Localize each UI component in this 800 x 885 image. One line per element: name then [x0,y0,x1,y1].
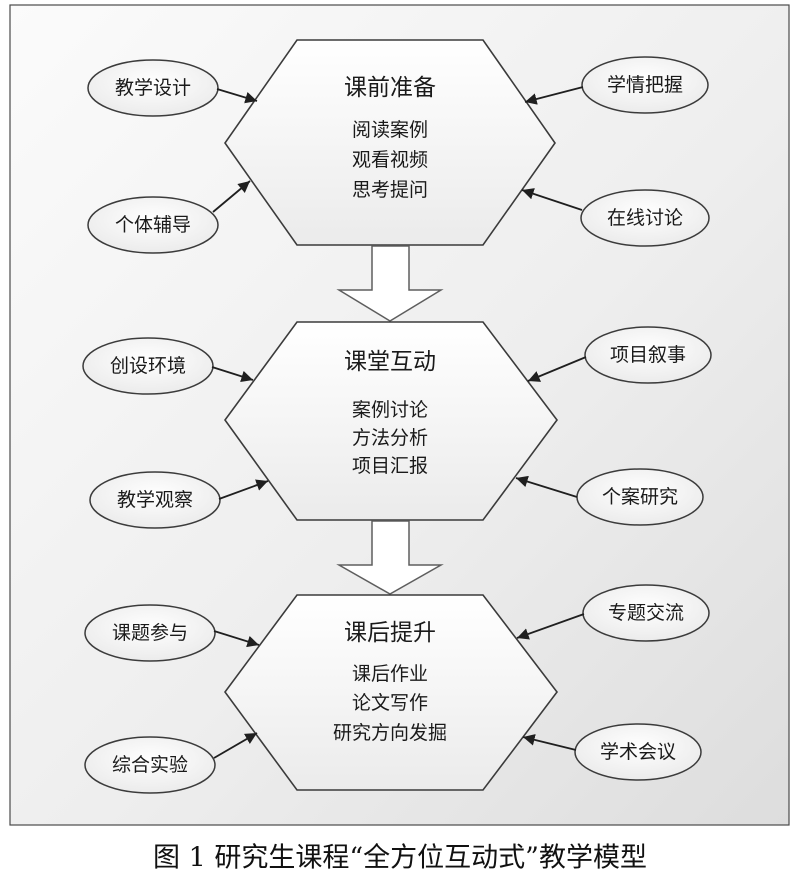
figure-caption: 图 1 研究生课程“全方位互动式”教学模型 [153,843,647,874]
input-ellipse [84,736,216,794]
connector-arrow [216,88,258,104]
stage-3-item-2: 论文写作 [352,692,428,714]
stage-3-right-input-1: 专题交流 [582,584,710,642]
stage-2-left-input-1: 创设环境 [82,337,214,395]
stage-3-right-input-2: 学术会议 [574,723,702,781]
stage-2-title: 课堂互动 [344,349,436,375]
stage-3-item-3: 研究方向发掘 [333,722,447,744]
connector-arrow [218,479,269,500]
input-label: 教学设计 [115,77,191,99]
stage-1-item-2: 观看视频 [352,149,428,171]
flow-down-arrow-1 [336,245,444,322]
stage-1-title: 课前准备 [344,75,436,101]
connector-arrow [522,734,577,751]
stage-1-right-input-1: 学情把握 [581,56,709,114]
input-ellipse [574,723,702,781]
input-label: 综合实验 [112,754,188,776]
input-ellipse [89,471,221,529]
connector-arrow [521,188,583,211]
input-ellipse [582,584,710,642]
input-label: 个案研究 [602,486,678,508]
input-label: 个体辅导 [115,214,191,236]
stage-1-hexagon [224,39,556,246]
stage-1-left-input-2: 个体辅导 [87,196,219,254]
input-ellipse [87,59,219,117]
stage-2-right-input-2: 个案研究 [576,468,704,526]
connector-arrow [213,732,258,759]
stage-3-hexagon [224,594,559,791]
stage-3-item-1: 课后作业 [352,663,428,685]
input-label: 教学观察 [117,489,193,511]
stage-1-item-3: 思考提问 [352,179,428,201]
stage-2-left-input-2: 教学观察 [89,471,221,529]
input-ellipse [87,196,219,254]
connector-arrow [516,613,585,640]
connector-arrow [527,356,587,382]
connector-arrow [212,180,251,213]
input-label: 创设环境 [110,355,186,377]
input-ellipse [84,604,216,662]
stage-2-right-input-1: 项目叙事 [584,326,712,384]
stage-3-title: 课后提升 [344,620,436,646]
stage-2-item-2: 方法分析 [352,427,428,449]
connector-arrow [515,475,578,498]
input-ellipse [82,337,214,395]
flow-down-arrow-2 [336,520,444,595]
connector-arrow [524,86,584,105]
input-label: 学术会议 [600,741,676,763]
stage-3: 课后提升 课后作业 论文写作 研究方向发掘 [224,594,559,791]
stage-3-left-input-2: 综合实验 [84,736,216,794]
stage-1-item-1: 阅读案例 [352,119,428,141]
stage-2-hexagon [224,321,558,521]
input-label: 专题交流 [608,602,684,624]
input-ellipse [584,326,712,384]
input-label: 学情把握 [607,74,683,96]
stage-1: 课前准备 阅读案例 观看视频 思考提问 [224,39,556,246]
connector-arrow [213,630,260,648]
stage-2-item-3: 项目汇报 [352,455,428,477]
input-ellipse [580,189,710,247]
input-ellipse [581,56,709,114]
stage-1-right-input-2: 在线讨论 [580,189,710,247]
connector-arrow [211,366,254,383]
input-label: 课题参与 [112,622,188,644]
input-label: 在线讨论 [607,207,683,229]
stage-1-left-input-1: 教学设计 [87,59,219,117]
stage-3-left-input-1: 课题参与 [84,604,216,662]
input-label: 项目叙事 [610,344,686,366]
stage-2: 课堂互动 案例讨论 方法分析 项目汇报 [224,321,558,521]
stage-2-item-1: 案例讨论 [352,399,428,421]
